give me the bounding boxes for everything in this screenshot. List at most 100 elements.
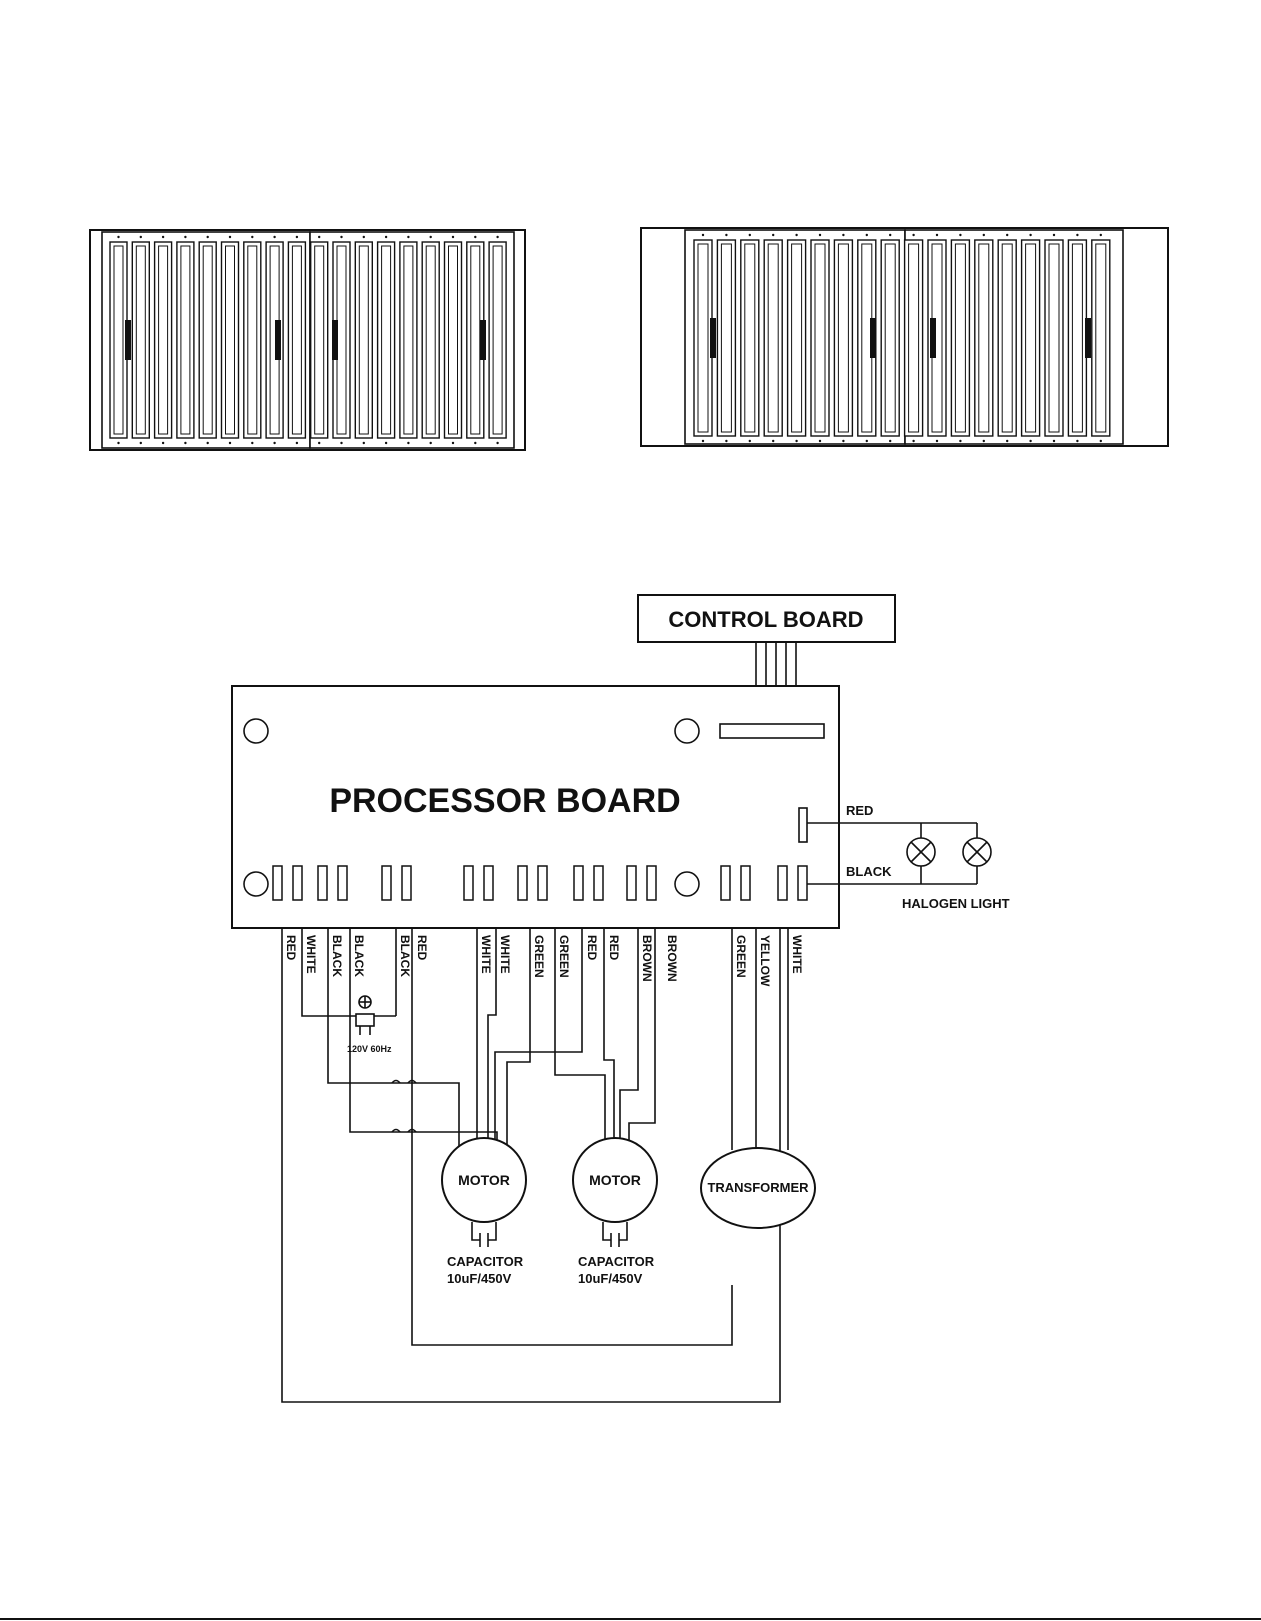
grille-rivet — [184, 236, 186, 238]
grille-handle — [710, 318, 716, 358]
wire-terminal — [318, 866, 327, 900]
grille-rivet — [229, 442, 231, 444]
grille-slot — [1045, 240, 1063, 436]
grille-rivet — [140, 236, 142, 238]
grille-rivet — [795, 234, 797, 236]
grille-rivet — [296, 236, 298, 238]
grille-rivet — [251, 236, 253, 238]
wire-color-label: WHITE — [790, 935, 804, 974]
grille-rivet — [912, 440, 914, 442]
wire-terminal — [484, 866, 493, 900]
grille-handle — [930, 318, 936, 358]
capacitor-2-label: CAPACITOR — [578, 1254, 655, 1269]
grille-rivet — [162, 236, 164, 238]
wire-terminal — [778, 866, 787, 900]
halogen-light-label: HALOGEN LIGHT — [902, 896, 1010, 911]
grille-rivet — [1053, 234, 1055, 236]
light-terminal — [799, 808, 807, 842]
grille-rivet — [207, 236, 209, 238]
grille-rivet — [117, 236, 119, 238]
grille-slot — [177, 242, 194, 438]
wire-color-label: WHITE — [304, 935, 318, 974]
grille-rivet — [296, 442, 298, 444]
grille-rivet — [1006, 440, 1008, 442]
wire-color-label: RED — [607, 935, 621, 961]
transformer-label: TRANSFORMER — [707, 1180, 809, 1195]
grille-handle — [332, 320, 338, 360]
wire-terminal — [273, 866, 282, 900]
wire-color-label: BLACK — [398, 935, 412, 977]
wire-terminal — [338, 866, 347, 900]
mounting-hole — [244, 872, 268, 896]
grille-rivet — [1029, 234, 1031, 236]
grille-rivet — [430, 442, 432, 444]
grille-rivet — [866, 234, 868, 236]
motor-2: MOTOR — [573, 1138, 657, 1222]
grille-slot — [355, 242, 372, 438]
grille-slot — [788, 240, 806, 436]
grille-rivet — [936, 234, 938, 236]
grille-panel-left — [90, 230, 525, 450]
grille-rivet — [1076, 234, 1078, 236]
wire-color-label: GREEN — [734, 935, 748, 978]
mounting-hole — [675, 872, 699, 896]
wire-color-label: RED — [284, 935, 298, 961]
grille-rivet — [912, 234, 914, 236]
wire-color-label: BLACK — [352, 935, 366, 977]
grille-rivet — [407, 236, 409, 238]
grille-slot — [222, 242, 239, 438]
grille-rivet — [1029, 440, 1031, 442]
grille-rivet — [772, 440, 774, 442]
grille-slot — [489, 242, 506, 438]
mounting-hole — [675, 719, 699, 743]
grille-rivet — [795, 440, 797, 442]
wire-color-label: RED — [415, 935, 429, 961]
grille-rivet — [474, 236, 476, 238]
grille-rivet — [1100, 440, 1102, 442]
grille-slot — [1068, 240, 1086, 436]
grille-slot — [199, 242, 216, 438]
wire-terminal — [741, 866, 750, 900]
motor-1: MOTOR — [442, 1138, 526, 1222]
grille-slot — [741, 240, 759, 436]
grille-slot — [905, 240, 923, 436]
capacitor-1-label: CAPACITOR — [447, 1254, 524, 1269]
light-wire-label: RED — [846, 803, 873, 818]
grille-rivet — [983, 440, 985, 442]
capacitor-1: CAPACITOR 10uF/450V — [447, 1222, 524, 1286]
grille-panel-right — [641, 228, 1168, 446]
wire-color-label: GREEN — [557, 935, 571, 978]
grille-rivet — [866, 440, 868, 442]
wire-terminal — [574, 866, 583, 900]
grille-rivet — [385, 442, 387, 444]
grille-slot — [834, 240, 852, 436]
wire-terminal — [518, 866, 527, 900]
light-wire-label: BLACK — [846, 864, 892, 879]
grille-rivet — [749, 440, 751, 442]
grille-rivet — [842, 234, 844, 236]
wire-color-label: YELLOW — [758, 935, 772, 987]
wire-color-label: RED — [585, 935, 599, 961]
grille-rivet — [184, 442, 186, 444]
wire-color-label: BROWN — [640, 935, 654, 982]
grille-slot — [422, 242, 439, 438]
grille-slot — [132, 242, 149, 438]
capacitor-2-rating: 10uF/450V — [578, 1271, 643, 1286]
grille-rivet — [340, 236, 342, 238]
wire-terminal — [721, 866, 730, 900]
grille-slot — [998, 240, 1016, 436]
grille-rivet — [959, 234, 961, 236]
grille-rivet — [363, 442, 365, 444]
wire-terminal — [464, 866, 473, 900]
grille-rivet — [474, 442, 476, 444]
processor-board: PROCESSOR BOARD — [232, 686, 839, 928]
grille-rivet — [772, 234, 774, 236]
control-connector — [720, 724, 824, 738]
grille-rivet — [889, 440, 891, 442]
grille-slot — [311, 242, 328, 438]
grille-rivet — [340, 442, 342, 444]
motor-1-label: MOTOR — [458, 1172, 510, 1188]
wire-terminal — [647, 866, 656, 900]
grille-rivet — [273, 442, 275, 444]
grille-handle — [1085, 318, 1091, 358]
